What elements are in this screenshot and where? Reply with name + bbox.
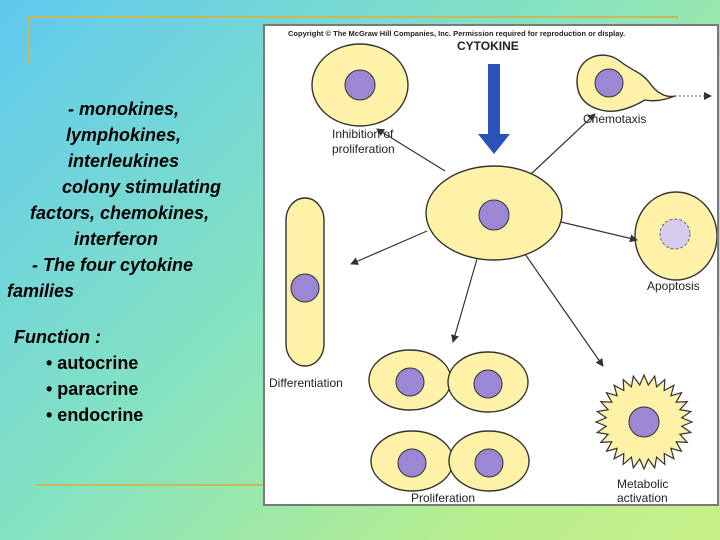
function-item-autocrine: • autocrine (46, 353, 139, 373)
diagram-svg: Copyright © The McGraw Hill Companies, I… (269, 29, 718, 505)
cytokine-arrow (478, 64, 510, 154)
chemotaxis-cell (576, 54, 712, 112)
text-line-four-families: - The four cytokine (32, 255, 194, 275)
arrow-to-metabolic-activation (524, 253, 604, 367)
chemotaxis-label: Chemotaxis (583, 112, 646, 126)
metabolic-label-line1: Metabolic (617, 477, 668, 491)
apoptosis-cell (634, 191, 718, 281)
arrow-to-chemotaxis (530, 113, 596, 175)
differentiation-cell (285, 197, 325, 367)
inhibition-cell (311, 43, 409, 127)
text-line-monokines: - monokines, (68, 99, 180, 119)
arrow-to-differentiation (350, 230, 428, 265)
cytokine-label: CYTOKINE (457, 39, 519, 53)
inhibition-label-line2: proliferation (332, 142, 395, 156)
cytokine-description: - monokines, lymphokines, interleukines … (0, 96, 262, 304)
function-title: Function : (14, 327, 101, 347)
proliferation-label: Proliferation (411, 491, 475, 504)
function-item-paracrine: • paracrine (46, 379, 139, 399)
arrow-to-apoptosis (560, 221, 638, 243)
arrow-to-proliferation (451, 258, 478, 343)
text-line-interferon: interferon (74, 229, 159, 249)
central-cell (425, 165, 563, 261)
frame-top-line (28, 16, 678, 18)
cytokine-diagram: Copyright © The McGraw Hill Companies, I… (263, 24, 719, 506)
text-line-lymphokines: lymphokines, (66, 125, 182, 145)
differentiation-label: Differentiation (269, 376, 343, 390)
apoptosis-label: Apoptosis (647, 279, 700, 293)
text-line-interleukines: interleukines (68, 151, 180, 171)
text-line-factors-chemokines: factors, chemokines, (30, 203, 210, 223)
metabolic-activation-cell (594, 373, 694, 471)
text-line-families: families (7, 281, 75, 301)
frame-bottom-line (36, 484, 264, 486)
proliferation-cells (368, 349, 530, 492)
text-line-colony-stimulating: colony stimulating (62, 177, 222, 197)
copyright-text: Copyright © The McGraw Hill Companies, I… (288, 29, 625, 38)
frame-left-line (28, 16, 30, 64)
effect-arrows (350, 113, 638, 367)
arrow-to-inhibition (376, 128, 446, 172)
metabolic-label-line2: activation (617, 491, 668, 504)
function-item-endocrine: • endocrine (46, 405, 144, 425)
